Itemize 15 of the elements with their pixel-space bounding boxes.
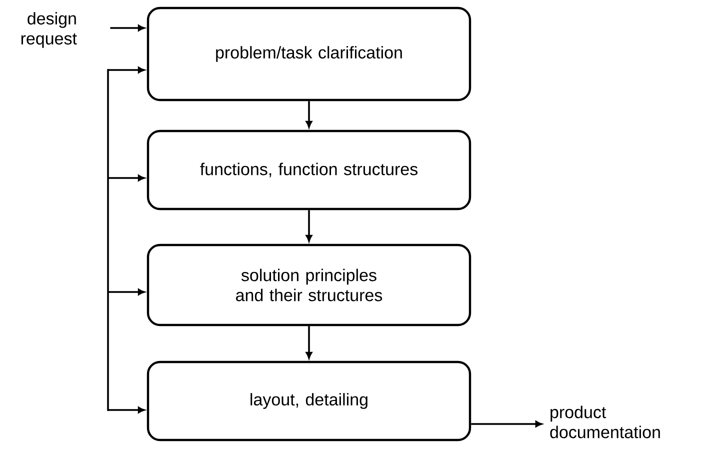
arrow bbox=[110, 24, 145, 32]
arrow bbox=[108, 174, 145, 182]
process-box: problem/task clarification bbox=[146, 6, 472, 102]
io-label: product documentation bbox=[550, 406, 660, 438]
process-box: functions, function structures bbox=[146, 130, 472, 210]
arrow bbox=[471, 420, 542, 428]
process-box: layout, detailing bbox=[146, 360, 472, 442]
arrow bbox=[306, 326, 312, 359]
process-box: solution principles and their structures bbox=[146, 244, 472, 326]
arrow bbox=[108, 66, 145, 74]
arrow bbox=[108, 288, 145, 296]
arrow bbox=[306, 101, 312, 128]
arrow bbox=[306, 210, 312, 242]
arrow bbox=[108, 406, 145, 414]
io-label: design request bbox=[21, 12, 77, 48]
